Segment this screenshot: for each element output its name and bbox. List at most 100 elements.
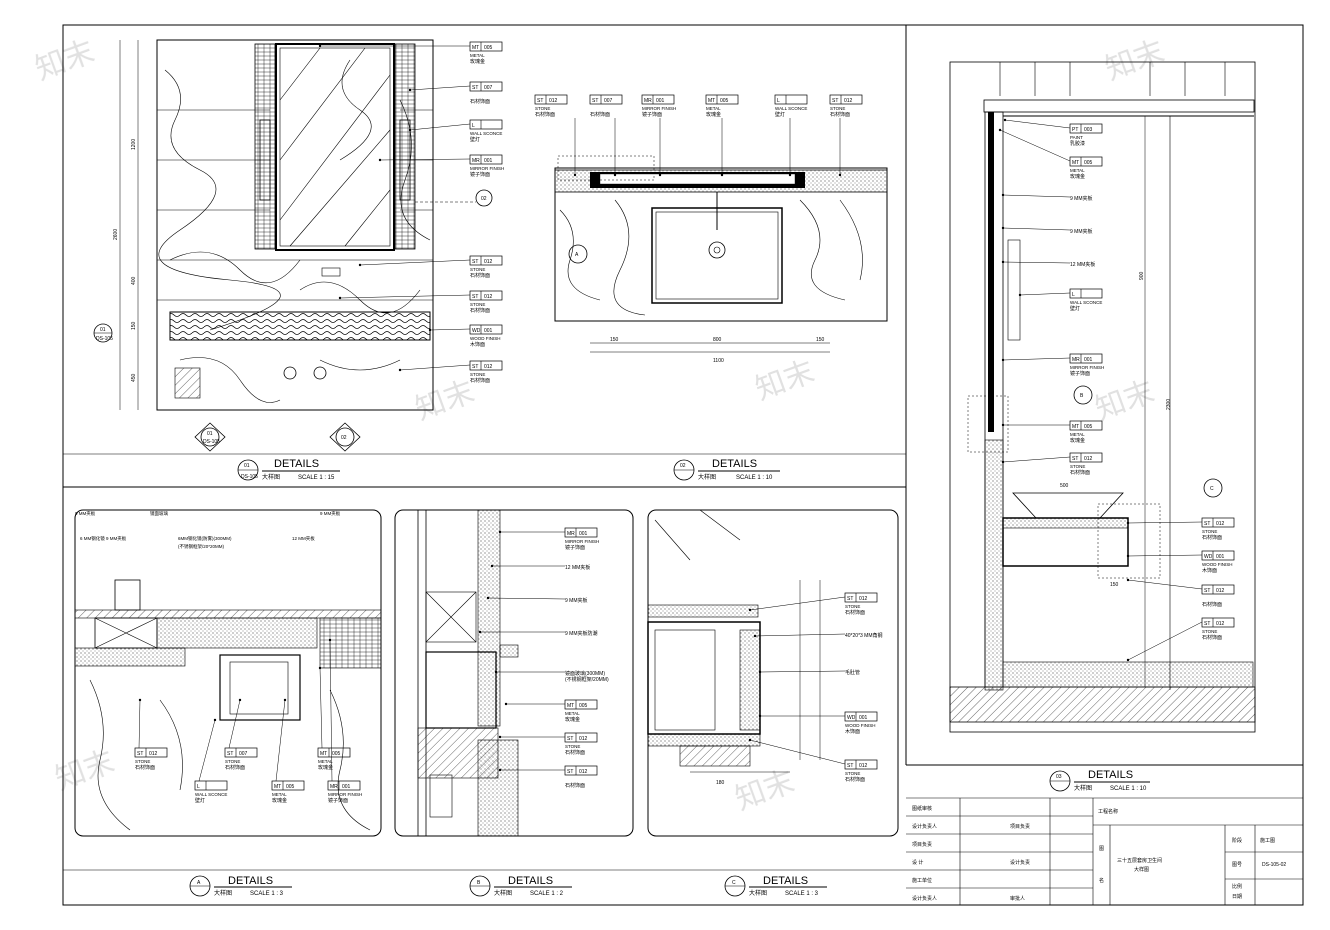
titleblock-row-label: 设 计 <box>912 859 923 866</box>
tag-name-cn: 木饰面 <box>845 728 860 735</box>
tag-name-en: STONE <box>830 106 845 111</box>
detail-01-title: 01 DS-105 DETAILS 大样图 SCALE 1 : 15 <box>237 458 340 481</box>
tag-name-cn: 石材饰面 <box>1202 634 1222 641</box>
detail-a-note: 9 MM夹板 <box>75 510 96 517</box>
tag-name-en: WALL SCONCE <box>775 106 807 111</box>
tag-name-cn: 石材饰面 <box>470 307 490 314</box>
tag-name-cn: 镜子饰面 <box>328 797 348 804</box>
svg-text:大样图: 大样图 <box>749 889 767 897</box>
svg-text:02: 02 <box>680 463 686 469</box>
tag-code: MR <box>644 98 652 104</box>
tag-number: 005 <box>286 784 295 790</box>
svg-text:02: 02 <box>481 196 487 202</box>
tag-name-en: STONE <box>225 759 240 764</box>
tag-name-cn: 玫瑰金 <box>1070 173 1085 180</box>
sheet-border <box>62 24 1304 906</box>
dim-mirror: 1200 <box>131 139 137 150</box>
tag-name-cn: 石材饰面 <box>1070 469 1090 476</box>
svg-text:DS-105: DS-105 <box>96 336 113 342</box>
detail-b-tag: 9 MM夹板 <box>565 597 588 604</box>
tag-code: ST <box>472 294 478 300</box>
tag-name-en: WOOD FINISH <box>845 723 876 728</box>
svg-text:比例: 比例 <box>1232 883 1242 890</box>
tag-code: ST <box>537 98 543 104</box>
tag-note: 12 MM夹板 <box>1070 261 1095 268</box>
tag-name-cn: 石材饰面 <box>1202 601 1222 608</box>
svg-text:C: C <box>732 880 736 886</box>
tag-number: 005 <box>332 751 341 757</box>
tag-code: MR <box>330 784 338 790</box>
tag-name-cn: 石材饰面 <box>845 776 865 783</box>
svg-text:知末: 知末 <box>411 375 479 427</box>
tag-name-en: STONE <box>470 267 485 272</box>
tag-name-en: WOOD FINISH <box>470 336 501 341</box>
section-marker-01-left: 01 DS-105 <box>93 323 113 343</box>
tag-code: ST <box>567 769 573 775</box>
tag-number: 012 <box>844 98 853 104</box>
detail-01-elevation: 2600 1200 400 150 450 01 DS-105 01 DS-10… <box>93 39 504 452</box>
tag-number: 001 <box>656 98 665 104</box>
tag-code: MR <box>567 531 575 537</box>
svg-text:03: 03 <box>1056 774 1062 780</box>
tag-note-2: (不锈钢框架/20MM) <box>565 676 609 683</box>
svg-text:大样图: 大样图 <box>494 889 512 897</box>
titleblock-row-label: 设计负责人 <box>912 895 937 902</box>
tag-name-en: MIRROR FINISH <box>470 166 504 171</box>
tag-number: 001 <box>484 158 493 164</box>
detail-a-note: 12 MM夹板 <box>292 535 315 542</box>
tag-name-en: WALL SCONCE <box>470 131 502 136</box>
detail-a-note: 9 MM夹板 <box>320 510 341 517</box>
svg-text:2300: 2300 <box>1166 399 1172 410</box>
drawing-name-2: 大样图 <box>1134 866 1149 873</box>
tag-note: 40*20*3 MM角钢 <box>845 632 883 639</box>
tag-number: 003 <box>1084 127 1093 133</box>
tag-note: 毛肚管 <box>845 669 860 676</box>
tag-code: MR <box>472 158 480 164</box>
tag-code: ST <box>472 364 478 370</box>
detail-a-tags: 9 MM夹板镜面玻璃6MM钢化镜(防雾)(300MM)(不锈钢框架/20*20M… <box>75 510 362 804</box>
svg-text:C: C <box>1210 486 1214 492</box>
tag-name-cn: 壁灯 <box>775 111 785 118</box>
svg-text:DETAILS: DETAILS <box>228 875 273 887</box>
tag-name-en: STONE <box>845 771 860 776</box>
svg-text:01: 01 <box>100 327 106 333</box>
tag-code: L <box>777 98 780 104</box>
tag-number: 012 <box>549 98 558 104</box>
tag-number: 005 <box>720 98 729 104</box>
svg-text:SCALE 1 : 2: SCALE 1 : 2 <box>530 891 564 897</box>
detail-a-note: (不锈钢框架/20*20MM) <box>178 543 225 550</box>
tag-code: L <box>472 123 475 129</box>
tag-code: ST <box>1204 521 1210 527</box>
svg-text:日期: 日期 <box>1232 894 1242 900</box>
detail-b-tag: 镜面玻璃(300MM)(不锈钢框架/20MM) <box>565 670 609 683</box>
svg-text:180: 180 <box>716 780 725 786</box>
tag-number: 007 <box>239 751 248 757</box>
svg-text:SCALE 1 : 15: SCALE 1 : 15 <box>298 475 335 481</box>
tag-number: 012 <box>859 596 868 602</box>
tag-name-cn: 石材饰面 <box>565 749 585 756</box>
section-marker-01-bottom: 01 DS-105 <box>194 422 226 452</box>
tag-name-cn: 玫瑰金 <box>470 58 485 65</box>
section-marker-02-bottom: 02 <box>329 422 361 452</box>
tag-name-en: WOOD FINISH <box>1202 562 1233 567</box>
svg-text:01: 01 <box>207 431 213 437</box>
detail-b-tag: 9 MM夹板防潮 <box>565 630 598 637</box>
tag-code: ST <box>472 259 478 265</box>
tag-name-cn: 镜子饰面 <box>642 111 662 118</box>
svg-text:名: 名 <box>1099 877 1104 884</box>
tag-name-en: METAL <box>318 759 333 764</box>
tag-name-cn: 木饰面 <box>1202 567 1217 574</box>
